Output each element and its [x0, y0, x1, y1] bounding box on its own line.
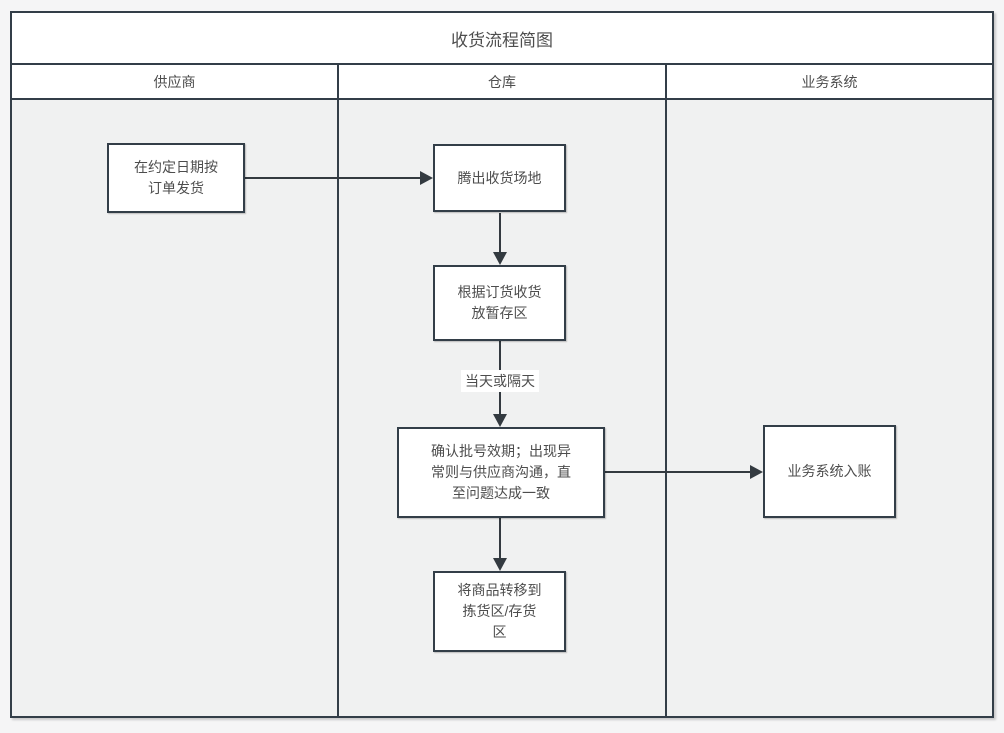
header-separator	[12, 98, 992, 100]
arrowhead-right-icon	[420, 171, 433, 185]
arrow-confirm-to-posting	[605, 471, 750, 473]
node-clear-receiving-area: 腾出收货场地	[433, 144, 566, 212]
lane-divider-2	[665, 63, 667, 716]
diagram-title: 收货流程简图	[12, 13, 992, 63]
title-separator	[12, 63, 992, 65]
arrowhead-down-icon	[493, 558, 507, 571]
node-system-posting: 业务系统入账	[763, 425, 896, 518]
arrowhead-down-icon	[493, 252, 507, 265]
arrowhead-down-icon	[493, 414, 507, 427]
arrow-ship-to-clear	[245, 177, 420, 179]
lane-header-warehouse: 仓库	[339, 65, 665, 98]
arrow-confirm-to-transfer	[499, 518, 501, 558]
node-ship-on-schedule: 在约定日期按 订单发货	[107, 143, 245, 213]
edge-label-same-or-next-day: 当天或隔天	[461, 370, 539, 392]
node-transfer-to-picking: 将商品转移到 拣货区/存货 区	[433, 571, 566, 652]
lane-header-supplier: 供应商	[12, 65, 337, 98]
lane-header-business-system: 业务系统	[667, 65, 992, 98]
arrow-clear-to-staging	[499, 213, 501, 252]
node-receive-to-staging: 根据订货收货 放暂存区	[433, 265, 566, 341]
node-confirm-batch-expiry: 确认批号效期；出现异 常则与供应商沟通，直 至问题达成一致	[397, 427, 605, 518]
lane-divider-1	[337, 63, 339, 716]
arrowhead-right-icon	[750, 465, 763, 479]
